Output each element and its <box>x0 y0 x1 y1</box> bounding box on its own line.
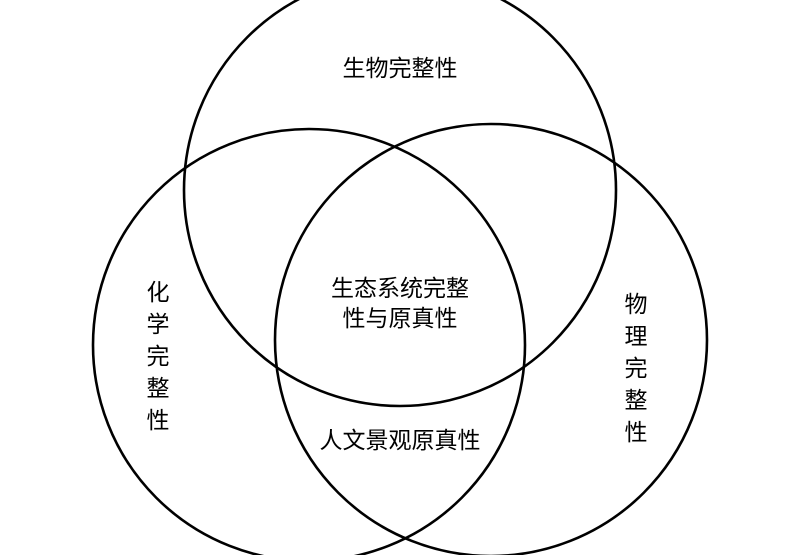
label-center-line2: 性与原真性 <box>343 306 458 332</box>
label-right-set-char: 整 <box>625 388 648 414</box>
label-top-set: 生物完整性 <box>343 56 458 82</box>
label-left-set-char: 化 <box>147 280 170 306</box>
circle-top <box>182 0 618 408</box>
label-bottom-overlap: 人文景观原真性 <box>320 428 481 454</box>
circle-left <box>91 127 527 555</box>
label-left-set-char: 整 <box>147 376 170 402</box>
label-right-set-char: 理 <box>625 324 648 350</box>
circle-right <box>273 122 709 555</box>
label-left-set-char: 学 <box>147 312 170 338</box>
label-right-set-char: 完 <box>625 356 648 382</box>
label-right-set-char: 物 <box>625 292 648 318</box>
label-left-set: 化学完整性 <box>147 280 170 434</box>
label-center-line1: 生态系统完整 <box>331 276 469 302</box>
label-left-set-char: 完 <box>147 344 170 370</box>
label-right-set: 物理完整性 <box>625 292 648 446</box>
label-left-set-char: 性 <box>147 408 170 434</box>
label-right-set-char: 性 <box>625 420 648 446</box>
